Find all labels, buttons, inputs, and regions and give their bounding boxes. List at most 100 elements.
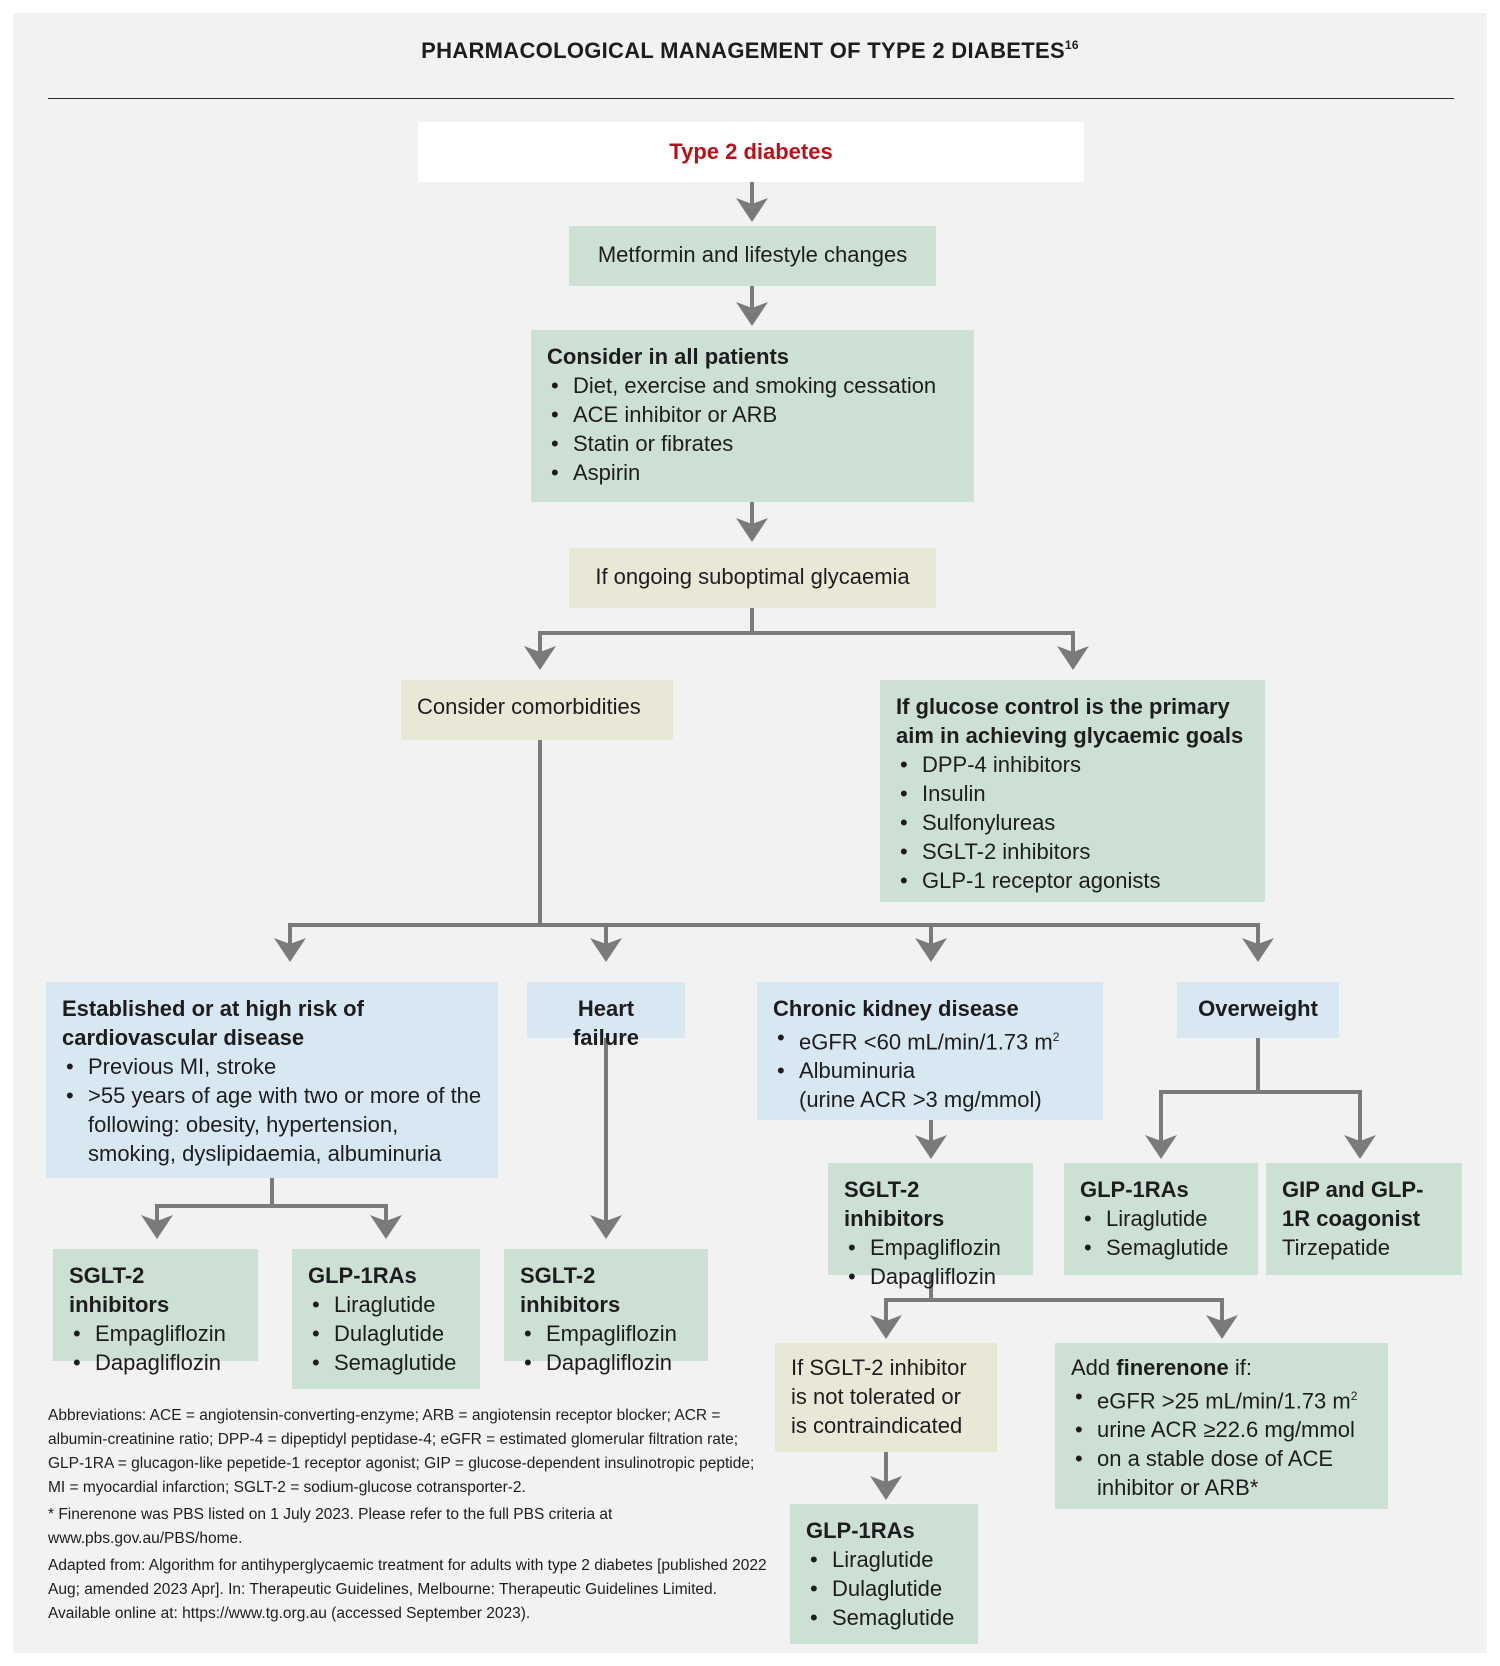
heart-failure-label: Heart failure xyxy=(572,996,640,1050)
figure-title: PHARMACOLOGICAL MANAGEMENT OF TYPE 2 DIA… xyxy=(421,38,1079,63)
node-gip-glp1r-coagonist: GIP and GLP-1R coagonist Tirzepatide xyxy=(1266,1163,1462,1275)
consider-all-list: Diet, exercise and smoking cessation ACE… xyxy=(547,371,958,487)
node-cvd-glp1ras: GLP-1RAs Liraglutide Dulaglutide Semaglu… xyxy=(292,1249,480,1389)
arrow-to-heart-failure xyxy=(540,923,622,962)
footnotes: Abbreviations: ACE = angiotensin-convert… xyxy=(48,1404,768,1629)
list-item: Liraglutide xyxy=(1080,1204,1242,1233)
list-item: Semaglutide xyxy=(308,1348,464,1377)
cvd-sglt2-heading: SGLT-2 inhibitors xyxy=(69,1263,170,1317)
node-cvd-sglt2-inhibitors: SGLT-2 inhibitors Empagliflozin Dapaglif… xyxy=(53,1249,258,1377)
ckd-heading: Chronic kidney disease xyxy=(773,996,1019,1021)
node-cardiovascular-disease: Established or at high risk of cardiovas… xyxy=(46,982,498,1178)
reference-superscript: 16 xyxy=(1064,38,1079,52)
cvd-sglt2-list: Empagliflozin Dapagliflozin xyxy=(69,1319,242,1377)
connector-comorbidities-bus xyxy=(274,740,542,962)
arrow-to-finerenone xyxy=(931,1298,1238,1339)
list-item: Liraglutide xyxy=(806,1545,962,1574)
connector-suboptimal-split xyxy=(524,608,754,670)
overweight-label: Overweight xyxy=(1198,996,1318,1021)
arrow-cvd-to-glp1 xyxy=(272,1204,402,1239)
node-overweight: Overweight xyxy=(1177,982,1339,1038)
arrow-overweight-to-gip xyxy=(1258,1090,1376,1159)
node-type-2-diabetes-label: Type 2 diabetes xyxy=(669,139,833,164)
ckd-sglt2-list: Empagliflozin Dapagliflozin xyxy=(844,1233,1017,1291)
arrow-to-ckd xyxy=(606,923,947,962)
node-overweight-glp1ras: GLP-1RAs Liraglutide Semaglutide xyxy=(1064,1163,1258,1275)
ckd-sglt2-heading: SGLT-2 inhibitors xyxy=(844,1177,945,1231)
source-citation: Adapted from: Algorithm for antihypergly… xyxy=(48,1557,767,1622)
list-item: eGFR <60 mL/min/1.73 m2 xyxy=(773,1023,1087,1056)
list-item: Dulaglutide xyxy=(806,1574,962,1603)
connector-cvd-split xyxy=(141,1178,274,1239)
node-glucose-control-primary: If glucose control is the primary aim in… xyxy=(880,680,1265,902)
node-suboptimal-glycaemia: If ongoing suboptimal glycaemia xyxy=(569,548,936,608)
finerenone-list: eGFR >25 mL/min/1.73 m2 urine ACR ≥22.6 … xyxy=(1071,1382,1372,1502)
list-item: ACE inhibitor or ARB xyxy=(547,400,958,429)
node-consider-all-patients: Consider in all patients Diet, exercise … xyxy=(531,330,974,502)
node-chronic-kidney-disease: Chronic kidney disease eGFR <60 mL/min/1… xyxy=(757,982,1103,1120)
list-item: eGFR >25 mL/min/1.73 m2 xyxy=(1071,1382,1372,1415)
hf-sglt2-heading: SGLT-2 inhibitors xyxy=(520,1263,621,1317)
list-item: Semaglutide xyxy=(806,1603,962,1632)
node-metformin-lifestyle: Metformin and lifestyle changes xyxy=(569,226,936,286)
glucose-primary-heading: If glucose control is the primary aim in… xyxy=(896,694,1244,748)
connector-overweight-split xyxy=(1145,1038,1260,1159)
list-item: Liraglutide xyxy=(308,1290,464,1319)
list-item: Aspirin xyxy=(547,458,958,487)
list-item: Empagliflozin xyxy=(69,1319,242,1348)
list-item: Dapagliflozin xyxy=(844,1262,1017,1291)
ow-glp1-list: Liraglutide Semaglutide xyxy=(1080,1204,1242,1262)
list-item: on a stable dose of ACE inhibitor or ARB… xyxy=(1071,1444,1372,1502)
gip-heading: GIP and GLP-1R coagonist xyxy=(1282,1177,1424,1231)
list-item: Previous MI, stroke xyxy=(62,1052,482,1081)
list-item: Statin or fibrates xyxy=(547,429,958,458)
node-ckd-sglt2-inhibitors: SGLT-2 inhibitors Empagliflozin Dapaglif… xyxy=(828,1163,1033,1291)
list-item: DPP-4 inhibitors xyxy=(896,750,1249,779)
node-consider-comorbidities: Consider comorbidities xyxy=(401,680,673,740)
list-item: Empagliflozin xyxy=(520,1319,692,1348)
gip-body: Tirzepatide xyxy=(1282,1235,1391,1260)
node-type-2-diabetes: Type 2 diabetes xyxy=(418,122,1084,182)
node-hf-sglt2-inhibitors: SGLT-2 inhibitors Empagliflozin Dapaglif… xyxy=(504,1249,708,1377)
node-sglt2-not-tolerated: If SGLT-2 inhibitor is not tolerated or … xyxy=(775,1343,997,1452)
cvd-glp1-list: Liraglutide Dulaglutide Semaglutide xyxy=(308,1290,464,1377)
finerenone-heading: Add finerenone if: xyxy=(1071,1355,1252,1380)
list-item: Insulin xyxy=(896,779,1249,808)
node-metformin-label: Metformin and lifestyle changes xyxy=(597,242,908,267)
cvd-list: Previous MI, stroke >55 years of age wit… xyxy=(62,1052,482,1168)
cvd-heading: Established or at high risk of cardiovas… xyxy=(62,996,364,1050)
list-item: Albuminuria xyxy=(773,1056,1087,1085)
list-item: Dapagliflozin xyxy=(69,1348,242,1377)
ow-glp1-heading: GLP-1RAs xyxy=(1080,1177,1189,1202)
node-heart-failure: Heart failure xyxy=(527,982,685,1050)
arrow-to-overweight xyxy=(931,923,1274,962)
list-item: Dapagliflozin xyxy=(520,1348,692,1377)
list-item: Diet, exercise and smoking cessation xyxy=(547,371,958,400)
cvd-glp1-heading: GLP-1RAs xyxy=(308,1263,417,1288)
hf-sglt2-list: Empagliflozin Dapagliflozin xyxy=(520,1319,692,1377)
list-item: >55 years of age with two or more of the… xyxy=(62,1081,482,1168)
finerenone-pbs-note: * Finerenone was PBS listed on 1 July 20… xyxy=(48,1506,613,1547)
list-item-continuation: (urine ACR >3 mg/mmol) xyxy=(799,1087,1042,1113)
glucose-primary-list: DPP-4 inhibitors Insulin Sulfonylureas S… xyxy=(896,750,1249,895)
list-item: urine ACR ≥22.6 mg/mmol xyxy=(1071,1415,1372,1444)
list-item: Sulfonylureas xyxy=(896,808,1249,837)
list-item: GLP-1 receptor agonists xyxy=(896,866,1249,895)
arrow-to-glucose-primary xyxy=(752,631,1089,670)
node-ckd-glp1ras: GLP-1RAs Liraglutide Dulaglutide Semaglu… xyxy=(790,1504,978,1644)
consider-all-heading: Consider in all patients xyxy=(547,344,790,369)
title-divider xyxy=(48,98,1454,99)
ckd-glp1-list: Liraglutide Dulaglutide Semaglutide xyxy=(806,1545,962,1632)
node-suboptimal-label: If ongoing suboptimal glycaemia xyxy=(595,564,910,589)
list-item: SGLT-2 inhibitors xyxy=(896,837,1249,866)
node-comorbidities-label: Consider comorbidities xyxy=(417,694,641,719)
ckd-list: eGFR <60 mL/min/1.73 m2 Albuminuria (uri… xyxy=(773,1023,1087,1114)
ckd-glp1-heading: GLP-1RAs xyxy=(806,1518,915,1543)
abbreviations-note: Abbreviations: ACE = angiotensin-convert… xyxy=(48,1407,755,1496)
node-add-finerenone: Add finerenone if: eGFR >25 mL/min/1.73 … xyxy=(1055,1343,1388,1509)
list-item: Empagliflozin xyxy=(844,1233,1017,1262)
not-tolerated-label: If SGLT-2 inhibitor is not tolerated or … xyxy=(791,1355,967,1438)
list-item: Semaglutide xyxy=(1080,1233,1242,1262)
list-item: Dulaglutide xyxy=(308,1319,464,1348)
